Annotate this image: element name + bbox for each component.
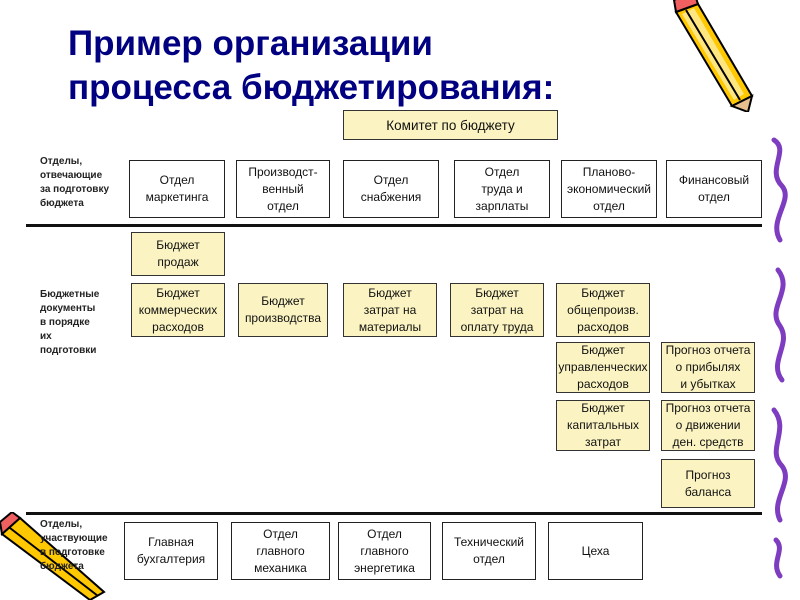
budget-document-box: Прогноз отчета о движении ден. средств xyxy=(661,400,755,451)
budget-document-box: Бюджет коммерческих расходов xyxy=(131,283,225,337)
title-line-1: Пример организации xyxy=(68,24,433,63)
department-box: Цеха xyxy=(548,522,643,580)
budget-document-box: Бюджет затрат на оплату труда xyxy=(450,283,544,337)
title-line-2: процесса бюджетирования: xyxy=(68,68,555,107)
department-box: Отдел главного энергетика xyxy=(338,522,431,580)
section-label-participating: Отделы, участвующие в подготовке бюджета xyxy=(40,519,108,572)
budget-document-box: Бюджет капитальных затрат xyxy=(556,400,650,451)
committee-box: Комитет по бюджету xyxy=(343,110,558,140)
page-title: Пример организации процесса бюджетирован… xyxy=(68,22,688,110)
budget-document-box: Прогноз отчета о прибылях и убытках xyxy=(661,342,755,393)
section-label-responsible: Отделы, отвечающие за подготовку бюджета xyxy=(40,156,110,209)
divider-line xyxy=(26,512,762,515)
department-box: Отдел маркетинга xyxy=(129,160,225,218)
pencil-icon xyxy=(0,512,106,600)
divider-line xyxy=(26,224,762,227)
department-box: Отдел главного механика xyxy=(231,522,330,580)
section-label-documents: Бюджетные документы в порядке их подгото… xyxy=(40,289,100,356)
budget-document-box: Бюджет продаж xyxy=(131,232,225,276)
pencil-icon xyxy=(672,0,754,112)
budget-document-box: Бюджет общепроизв. расходов xyxy=(556,283,650,337)
department-box: Отдел труда и зарплаты xyxy=(454,160,550,218)
budget-document-box: Бюджет затрат на материалы xyxy=(343,283,437,337)
budget-document-box: Бюджет управленческих расходов xyxy=(556,342,650,393)
department-box: Главная бухгалтерия xyxy=(124,522,218,580)
department-box: Планово- экономический отдел xyxy=(561,160,657,218)
budget-document-box: Прогноз баланса xyxy=(661,459,755,508)
squiggle-icon xyxy=(771,137,788,579)
department-box: Технический отдел xyxy=(442,522,536,580)
department-box: Отдел снабжения xyxy=(343,160,439,218)
department-box: Финансовый отдел xyxy=(666,160,762,218)
department-box: Производст- венный отдел xyxy=(236,160,330,218)
budget-document-box: Бюджет производства xyxy=(238,283,328,337)
